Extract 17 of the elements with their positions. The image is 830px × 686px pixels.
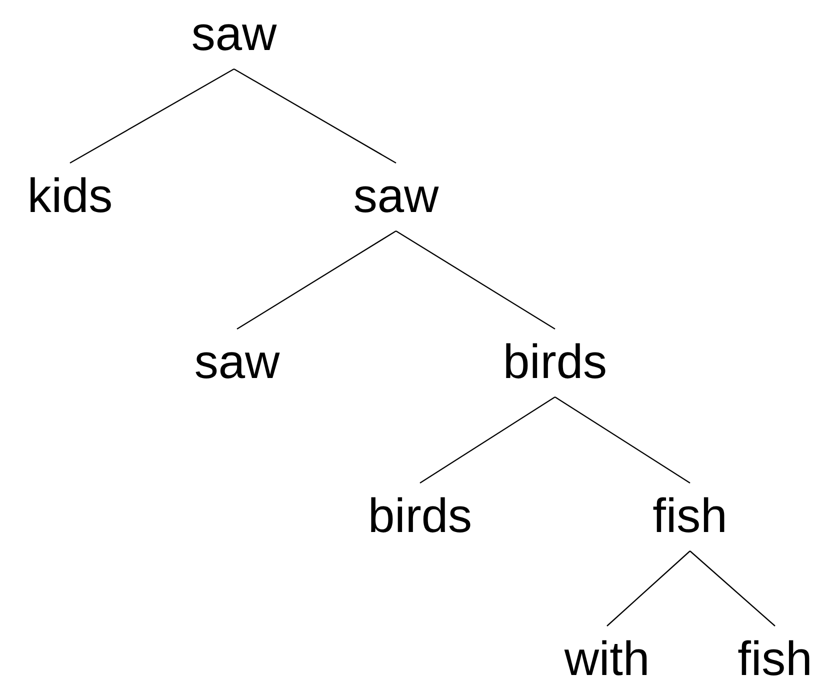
tree-branch	[420, 396, 556, 484]
tree-word: birds	[502, 329, 608, 397]
tree-branch	[690, 550, 776, 626]
tree-word: fish	[652, 483, 728, 551]
tree-word: saw	[191, 1, 277, 69]
tree-word: with	[564, 626, 650, 686]
tree-branch	[396, 230, 556, 330]
tree-branch	[554, 396, 690, 484]
tree-word: saw	[194, 329, 280, 397]
tree-word: saw	[353, 163, 439, 231]
tree-branch	[234, 68, 396, 164]
tree-branch	[236, 230, 396, 330]
tree-word: kids	[27, 163, 113, 231]
tree-word: birds	[368, 483, 472, 551]
tree-branch	[606, 550, 690, 626]
tree-word: fish	[738, 626, 812, 686]
tree-branch	[70, 68, 234, 164]
